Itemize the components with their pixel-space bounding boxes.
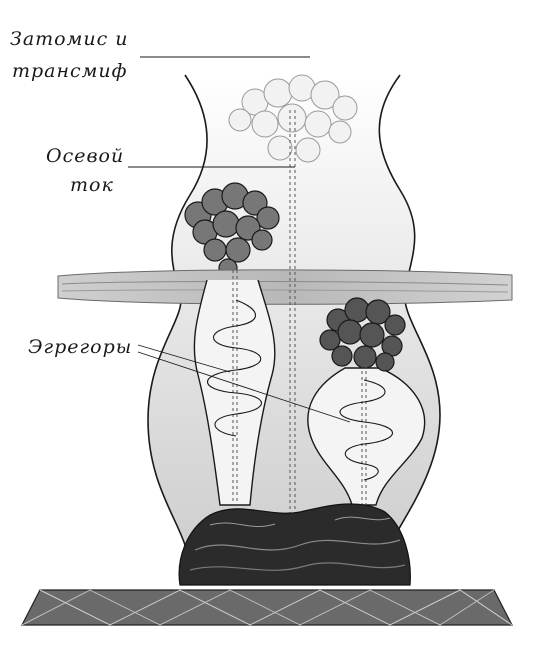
platform: [21, 589, 513, 626]
leader-egregory-2: [137, 351, 351, 423]
right-chain: [361, 365, 367, 505]
axial-current-chain: [289, 110, 296, 515]
left-spiral: [206, 299, 263, 437]
ground-mass: [178, 503, 411, 586]
leader-lines: [128, 56, 351, 423]
right-spiral: [339, 379, 394, 481]
leader-egregory-1: [137, 344, 231, 373]
right-inner-vase: [307, 367, 426, 506]
horizontal-band: [57, 269, 513, 305]
label-tok: ток: [70, 174, 114, 196]
label-osevoy: Осевой: [46, 145, 125, 167]
outer-vase: [147, 74, 441, 546]
right-cloud: [319, 297, 406, 372]
label-egregory: Эгрегоры: [28, 336, 133, 358]
label-zatomis: Затомис и: [10, 28, 129, 50]
label-transmif: трансмиф: [12, 60, 128, 82]
top-cloud: [228, 74, 358, 163]
